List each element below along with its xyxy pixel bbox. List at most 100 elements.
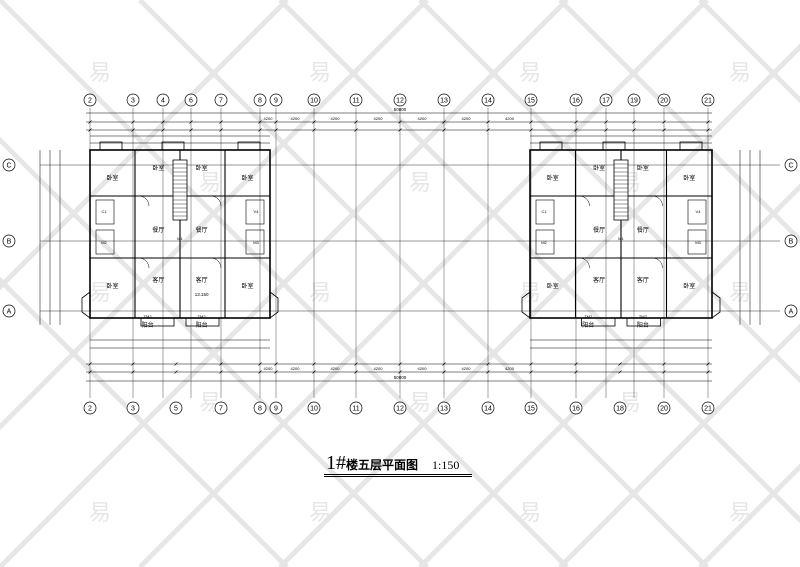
axis-bubble-bottom xyxy=(437,401,451,415)
axis-bubble-top xyxy=(524,93,538,107)
axis-bubble-side xyxy=(2,158,16,172)
axis-label-bottom: 10 xyxy=(310,406,318,413)
door-swing xyxy=(138,195,150,207)
axis-bubble-bottom xyxy=(657,401,671,415)
watermark-mark: 易 xyxy=(409,391,431,416)
overall-dimension-top: 50800 xyxy=(394,107,407,112)
axis-label-top: 7 xyxy=(219,98,223,105)
room-label: 客厅 xyxy=(637,276,649,284)
axis-bubble-side xyxy=(784,158,798,172)
axis-label-top: 21 xyxy=(704,98,712,105)
bathroom xyxy=(687,199,707,225)
axis-bubble-bottom xyxy=(214,401,228,415)
dimension-tick xyxy=(258,370,262,374)
dimension-tick xyxy=(174,362,178,366)
dimension-tick xyxy=(312,120,316,124)
axis-label-top: 6 xyxy=(189,98,193,105)
bay-window xyxy=(81,291,91,319)
bay-dimension-bottom: 4200 xyxy=(374,366,384,371)
dimension-tick xyxy=(662,370,666,374)
window-bay xyxy=(237,141,261,151)
axis-label-bottom: 16 xyxy=(572,406,580,413)
dimension-tick xyxy=(662,120,666,124)
dimension-tick xyxy=(219,370,223,374)
axis-bubble-bottom xyxy=(524,401,538,415)
room-label: 卧室 xyxy=(241,282,253,290)
window-bay xyxy=(99,141,123,151)
watermark-mark: 易 xyxy=(729,61,751,86)
component-code: M2 xyxy=(541,240,547,245)
axis-bubble-top xyxy=(437,93,451,107)
bay-dimension-bottom: 4200 xyxy=(462,366,472,371)
room-label: 阳台 xyxy=(582,321,594,329)
door-swing xyxy=(652,257,663,269)
axis-label-bottom: 7 xyxy=(219,406,223,413)
room-label: 阳台 xyxy=(142,321,154,329)
component-code: TM2 xyxy=(144,314,153,319)
room-label: 卧室 xyxy=(637,164,649,172)
dimension-tick xyxy=(354,120,358,124)
balcony xyxy=(581,317,616,327)
bay-window xyxy=(521,291,531,319)
dimension-tick xyxy=(632,128,636,132)
room-label: 卧室 xyxy=(593,164,605,172)
component-code: C1 xyxy=(101,209,107,214)
dimension-tick xyxy=(161,120,165,124)
watermark-mark: 易 xyxy=(519,501,541,526)
axis-label-bottom: 14 xyxy=(484,406,492,413)
dimension-tick xyxy=(604,128,608,132)
dimension-tick xyxy=(219,128,223,132)
dimension-tick xyxy=(219,362,223,366)
watermark-stripe xyxy=(0,0,569,567)
title-underline-2 xyxy=(324,476,472,477)
axis-bubble-bottom xyxy=(481,401,495,415)
component-code: M3 xyxy=(695,240,701,245)
balcony xyxy=(140,317,175,327)
stairwell xyxy=(172,159,188,221)
dimension-tick xyxy=(398,370,402,374)
axis-label-bottom: 20 xyxy=(660,406,668,413)
dimension-tick xyxy=(604,120,608,124)
axis-label-top: 8 xyxy=(258,98,262,105)
watermark-mark: 易 xyxy=(309,281,331,306)
dimension-tick xyxy=(258,120,262,124)
component-code: V4 xyxy=(254,209,260,214)
dimension-tick xyxy=(442,362,446,366)
dimension-tick xyxy=(632,120,636,124)
watermark-mark: 易 xyxy=(89,61,111,86)
dimension-tick xyxy=(706,120,710,124)
door-swing xyxy=(652,195,663,207)
room-label: 阳台 xyxy=(637,321,649,329)
kitchen xyxy=(687,229,707,255)
watermark-mark: 易 xyxy=(519,61,541,86)
watermark-stripe xyxy=(558,0,800,244)
axis-label-top: 13 xyxy=(440,98,448,105)
dimension-tick xyxy=(706,128,710,132)
dimension-tick xyxy=(258,128,262,132)
axis-bubble-top xyxy=(657,93,671,107)
title-underline xyxy=(324,474,472,475)
elevation-mark: 13.150 xyxy=(195,292,209,297)
watermark-stripe xyxy=(278,43,800,567)
dimension-tick xyxy=(398,128,402,132)
dimension-tick xyxy=(274,128,278,132)
axis-label-bottom: 5 xyxy=(174,406,178,413)
bay-dimension-top: 4200 xyxy=(331,116,341,121)
drawing-scale: 1:150 xyxy=(432,458,460,472)
component-code: TM2 xyxy=(198,314,207,319)
dimension-tick xyxy=(529,370,533,374)
axis-label-top: 3 xyxy=(131,98,135,105)
bay-dimension-top: 4200 xyxy=(418,116,428,121)
axis-label-top: 20 xyxy=(660,98,668,105)
dimension-tick xyxy=(312,362,316,366)
dimension-tick xyxy=(574,362,578,366)
dimension-tick xyxy=(274,120,278,124)
component-code: M3 xyxy=(253,240,259,245)
axis-label-top: 2 xyxy=(88,98,92,105)
axis-label-top: 16 xyxy=(572,98,580,105)
room-label: 卧室 xyxy=(106,174,118,182)
room-label: 阳台 xyxy=(196,321,208,329)
axis-bubble-bottom xyxy=(253,401,267,415)
